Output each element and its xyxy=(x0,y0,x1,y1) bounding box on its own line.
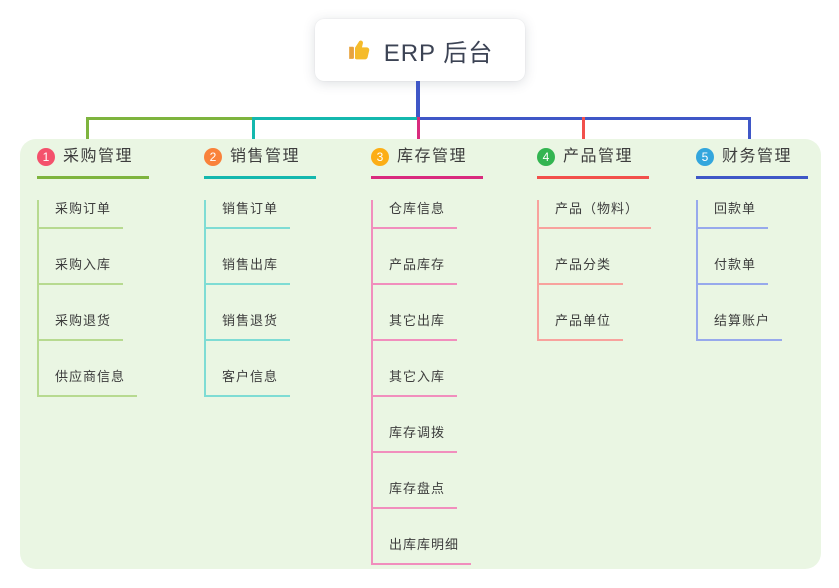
branch-finance: 5 财务管理 回款单 付款单 结算账户 xyxy=(696,146,808,341)
branch-finance-children: 回款单 付款单 结算账户 xyxy=(696,200,808,341)
branch-number-badge: 2 xyxy=(204,148,222,166)
mindmap-node[interactable]: 产品分类 xyxy=(537,256,624,285)
branch-purchase-header[interactable]: 1 采购管理 xyxy=(37,146,149,179)
mindmap-node[interactable]: 出库库明细 xyxy=(371,536,472,565)
mindmap-node[interactable]: 回款单 xyxy=(696,200,769,229)
mindmap-node[interactable]: 销售出库 xyxy=(204,256,291,285)
root-title: ERP 后台 xyxy=(383,39,494,67)
mindmap-node[interactable]: 采购退货 xyxy=(37,312,124,341)
branch-sales-header[interactable]: 2 销售管理 xyxy=(204,146,316,179)
branches-container-panel xyxy=(20,139,821,569)
branch-4-drop-connector xyxy=(582,117,585,144)
mindmap-node[interactable]: 产品单位 xyxy=(537,312,624,341)
mindmap-node[interactable]: 销售退货 xyxy=(204,312,291,341)
mindmap-node[interactable]: 采购订单 xyxy=(37,200,124,229)
branch-sales-children: 销售订单 销售出库 销售退货 客户信息 xyxy=(204,200,316,397)
thumbs-up-icon xyxy=(348,40,369,60)
mindmap-node[interactable]: 库存盘点 xyxy=(371,480,458,509)
branch-sales: 2 销售管理 销售订单 销售出库 销售退货 客户信息 xyxy=(204,146,316,397)
branch-product-children: 产品（物料） 产品分类 产品单位 xyxy=(537,200,652,341)
top-bar-teal-segment xyxy=(253,117,418,120)
branch-finance-header[interactable]: 5 财务管理 xyxy=(696,146,808,179)
branch-1-drop-connector xyxy=(86,117,89,144)
top-bar-green-segment xyxy=(86,117,253,120)
mindmap-node[interactable]: 客户信息 xyxy=(204,368,291,397)
root-node[interactable]: ERP 后台 xyxy=(315,19,525,81)
branch-inventory-header[interactable]: 3 库存管理 xyxy=(371,146,483,179)
mindmap-node[interactable]: 仓库信息 xyxy=(371,200,458,229)
branch-title: 销售管理 xyxy=(230,148,301,165)
branch-purchase-children: 采购订单 采购入库 采购退货 供应商信息 xyxy=(37,200,149,397)
branch-2-drop-connector xyxy=(252,117,255,144)
branch-3-drop-connector xyxy=(417,117,420,144)
branch-number-badge: 1 xyxy=(37,148,55,166)
mindmap-node[interactable]: 其它出库 xyxy=(371,312,458,341)
mindmap-node[interactable]: 产品库存 xyxy=(371,256,458,285)
mindmap-node[interactable]: 结算账户 xyxy=(696,312,783,341)
branch-title: 财务管理 xyxy=(722,148,793,165)
mindmap-node[interactable]: 供应商信息 xyxy=(37,368,138,397)
mindmap-node[interactable]: 产品（物料） xyxy=(537,200,652,229)
branch-purchase: 1 采购管理 采购订单 采购入库 采购退货 供应商信息 xyxy=(37,146,149,397)
branch-number-badge: 4 xyxy=(537,148,555,166)
branch-title: 采购管理 xyxy=(63,148,134,165)
branch-number-badge: 5 xyxy=(696,148,714,166)
branch-title: 库存管理 xyxy=(397,148,468,165)
mindmap-node[interactable]: 销售订单 xyxy=(204,200,291,229)
branch-title: 产品管理 xyxy=(563,148,634,165)
branch-inventory: 3 库存管理 仓库信息 产品库存 其它出库 其它入库 库存调拨 库存盘点 出库库… xyxy=(371,146,483,565)
mindmap-node[interactable]: 其它入库 xyxy=(371,368,458,397)
branch-5-drop-connector xyxy=(748,117,751,144)
branch-product-header[interactable]: 4 产品管理 xyxy=(537,146,649,179)
mindmap-node[interactable]: 付款单 xyxy=(696,256,769,285)
root-stem-connector xyxy=(416,81,420,118)
branch-inventory-children: 仓库信息 产品库存 其它出库 其它入库 库存调拨 库存盘点 出库库明细 xyxy=(371,200,483,565)
mindmap-node[interactable]: 库存调拨 xyxy=(371,424,458,453)
branch-number-badge: 3 xyxy=(371,148,389,166)
branch-product: 4 产品管理 产品（物料） 产品分类 产品单位 xyxy=(537,146,652,341)
mindmap-node[interactable]: 采购入库 xyxy=(37,256,124,285)
